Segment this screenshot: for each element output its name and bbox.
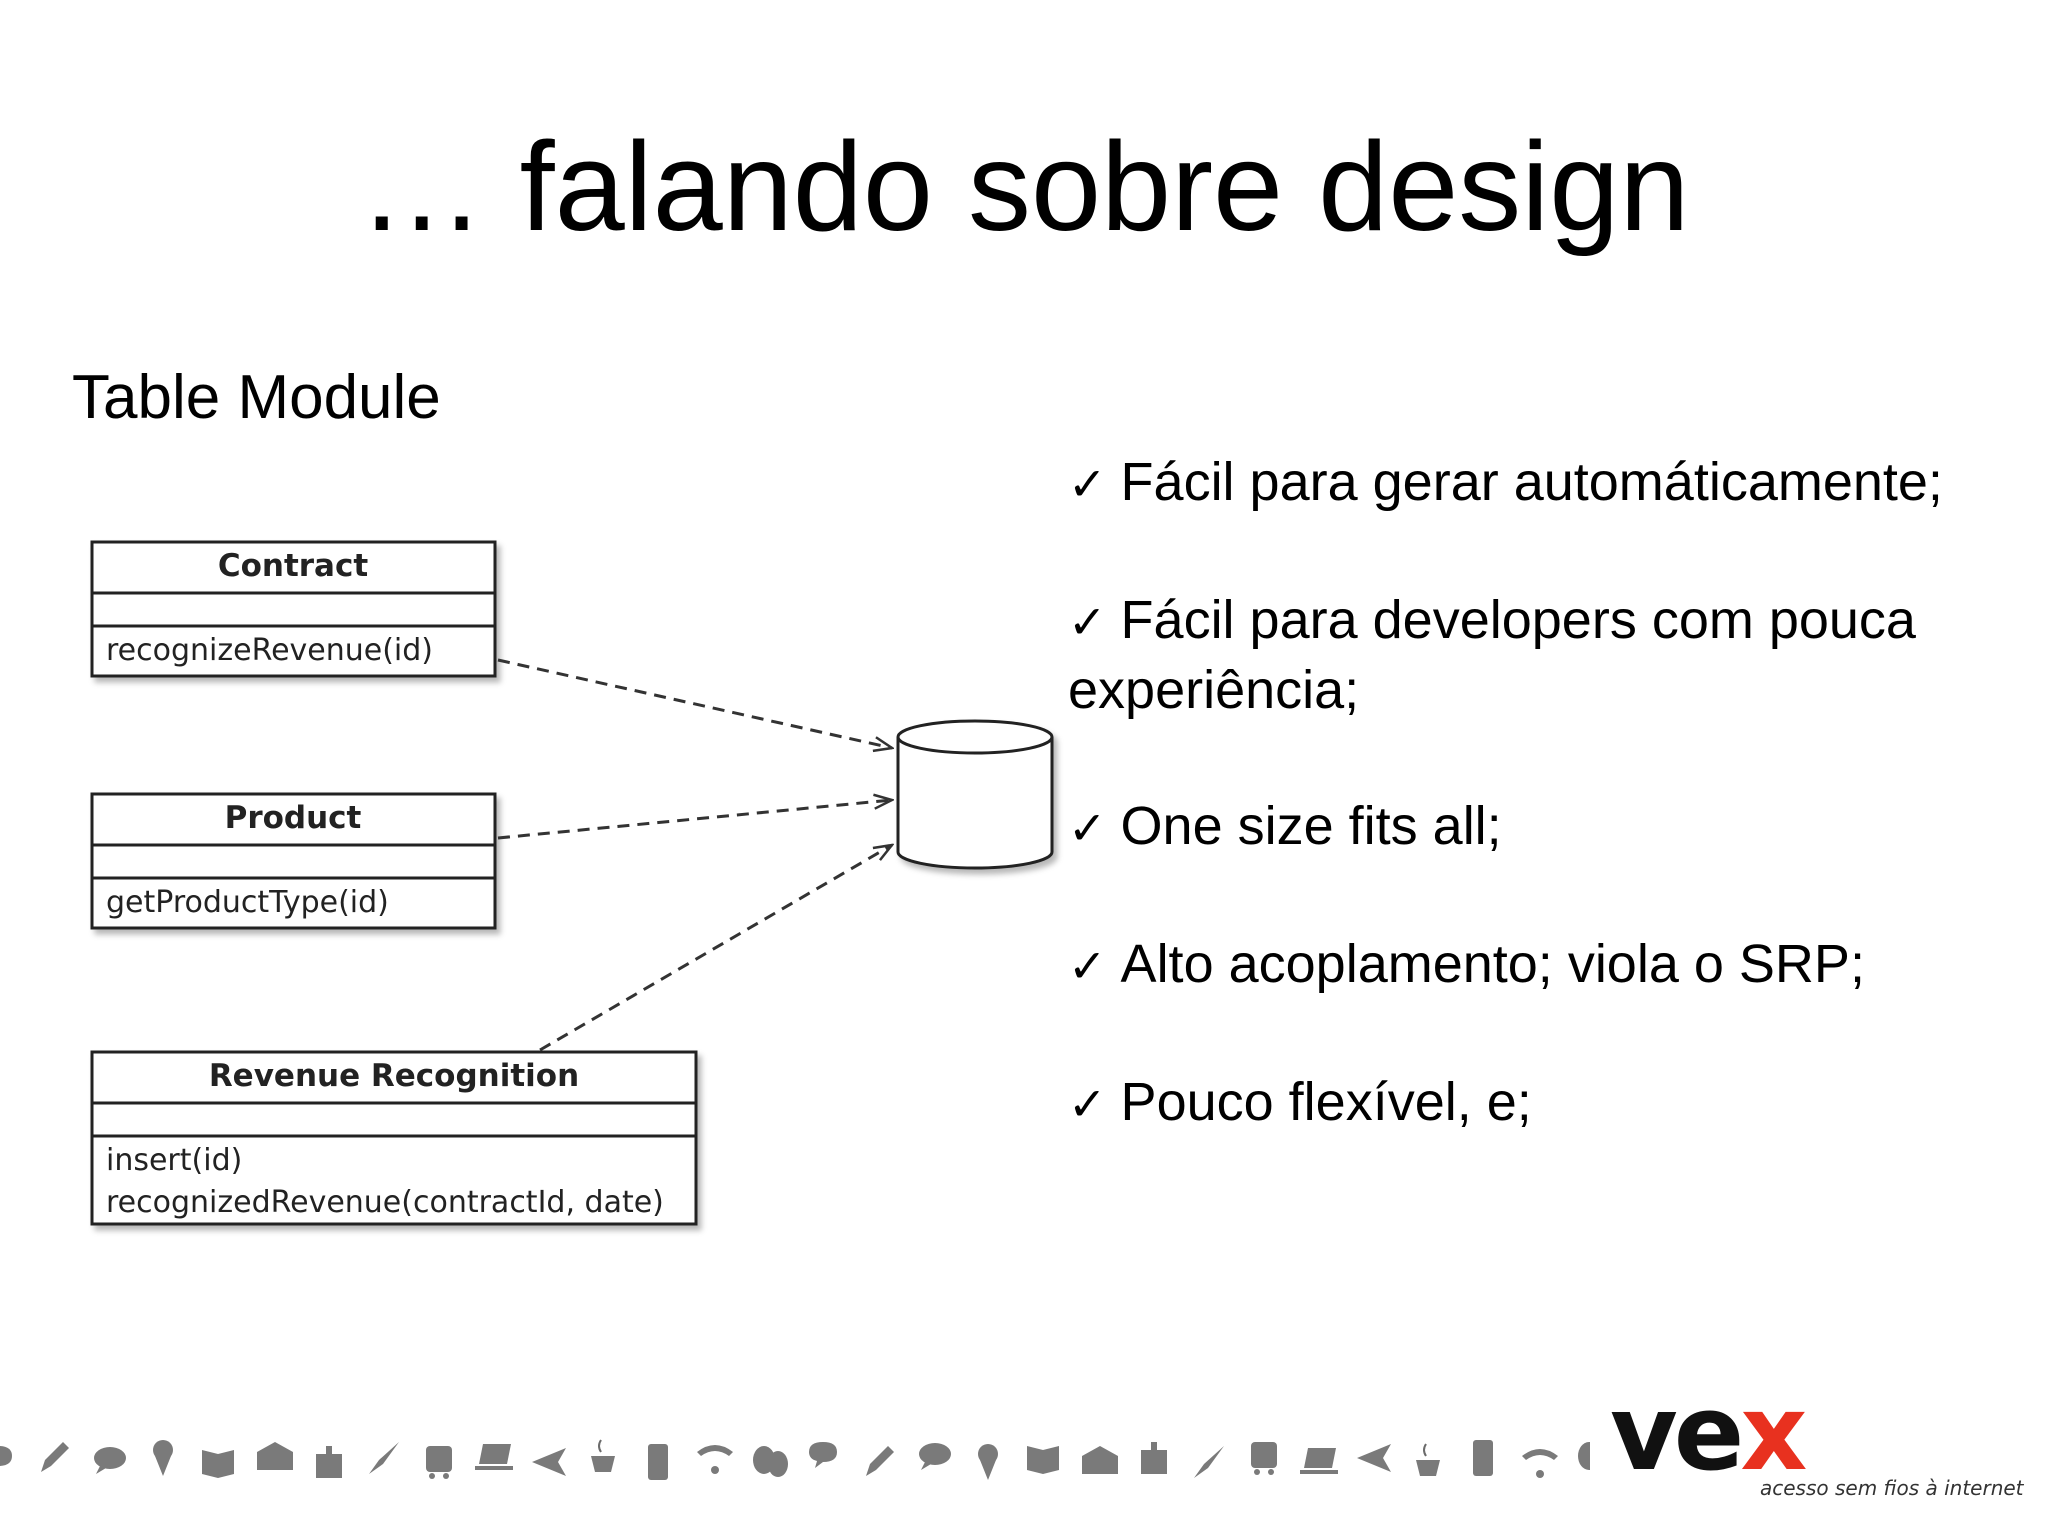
ice-cream-icon (978, 1444, 998, 1480)
book-icon (202, 1450, 234, 1478)
bullet-item: ✓Pouco flexível, e; (1068, 1068, 2008, 1138)
vex-logo: vex acesso sem fios à internet (1600, 1372, 2030, 1500)
gift-icon (1141, 1442, 1167, 1474)
dependency-arrow-revenue-recognition (539, 845, 892, 1052)
class-method: recognizedRevenue(contractId, date) (106, 1185, 664, 1220)
speech-icon (0, 1446, 12, 1466)
plane-icon (532, 1448, 566, 1476)
class-box-revenue-recognition: Revenue Recognition insert(id) recognize… (90, 1050, 698, 1226)
pencil-icon (41, 1442, 69, 1472)
checkmark-icon: ✓ (1068, 457, 1107, 511)
mail-icon (257, 1442, 293, 1470)
bullet-text: Fácil para developers com pouca experiên… (1068, 590, 1916, 720)
checkmark-icon: ✓ (1068, 939, 1107, 993)
bullet-item: ✓Fácil para gerar automáticamente; (1068, 448, 2008, 518)
brush-icon (369, 1442, 399, 1474)
phone-icon (648, 1444, 668, 1480)
checkmark-icon: ✓ (1068, 801, 1107, 855)
logo-tagline: acesso sem fios à internet (1760, 1476, 2024, 1500)
logo-wordmark: vex (1610, 1372, 1807, 1494)
laptop-icon (1300, 1448, 1338, 1474)
checkmark-icon: ✓ (1068, 595, 1107, 649)
checkmark-icon: ✓ (1068, 1077, 1107, 1131)
phone-icon (1473, 1440, 1493, 1476)
bullet-item: ✓One size fits all; (1068, 792, 2008, 862)
slide-title: … falando sobre design (358, 116, 1690, 257)
ice-cream-icon (153, 1440, 173, 1476)
masks-icon (1578, 1442, 1590, 1470)
uml-diagram: Contract recognizeRevenue(id) Product ge… (90, 540, 1054, 1226)
class-name-product: Product (225, 800, 362, 836)
class-method: insert(id) (106, 1143, 242, 1178)
wifi-icon (697, 1445, 733, 1474)
coffee-icon (591, 1439, 615, 1472)
dependency-arrow-product (497, 800, 892, 840)
bullet-text: One size fits all; (1120, 796, 1502, 856)
pencil-icon (866, 1446, 894, 1476)
plane-icon (1357, 1444, 1391, 1472)
footer-icon-strip (0, 1439, 1590, 1480)
bus-icon (1251, 1442, 1277, 1475)
chat-icon (94, 1447, 126, 1474)
dependency-arrow-contract (497, 658, 892, 748)
class-box-contract: Contract recognizeRevenue(id) (90, 540, 497, 678)
laptop-icon (475, 1444, 513, 1470)
bullet-text: Pouco flexível, e; (1120, 1072, 1532, 1132)
brush-icon (1194, 1446, 1224, 1478)
book-icon (1027, 1446, 1059, 1474)
logo-prefix: ve (1610, 1372, 1744, 1494)
coffee-icon (1416, 1443, 1440, 1476)
mail-icon (1082, 1446, 1118, 1474)
database-icon (896, 719, 1054, 870)
bullet-text: Alto acoplamento; viola o SRP; (1120, 934, 1865, 994)
gift-icon (316, 1446, 342, 1478)
bullet-item: ✓Alto acoplamento; viola o SRP; (1068, 930, 2008, 1000)
logo-x-icon: x (1740, 1372, 1807, 1494)
bullet-item: ✓Fácil para developers com pouca experiê… (1068, 586, 2008, 724)
bullet-list: ✓Fácil para gerar automáticamente; ✓Fáci… (1068, 448, 2008, 1206)
chat-icon (919, 1443, 951, 1470)
class-box-product: Product getProductType(id) (90, 792, 497, 930)
speech-icon (809, 1442, 837, 1468)
class-name-contract: Contract (218, 548, 369, 584)
bus-icon (426, 1446, 452, 1479)
class-name-revenue-recognition: Revenue Recognition (209, 1058, 579, 1094)
masks-icon (753, 1446, 788, 1477)
class-method: getProductType(id) (106, 885, 389, 920)
wifi-icon (1522, 1449, 1558, 1478)
class-method: recognizeRevenue(id) (106, 633, 433, 668)
slide-subtitle: Table Module (72, 363, 441, 432)
bullet-text: Fácil para gerar automáticamente; (1120, 452, 1943, 512)
